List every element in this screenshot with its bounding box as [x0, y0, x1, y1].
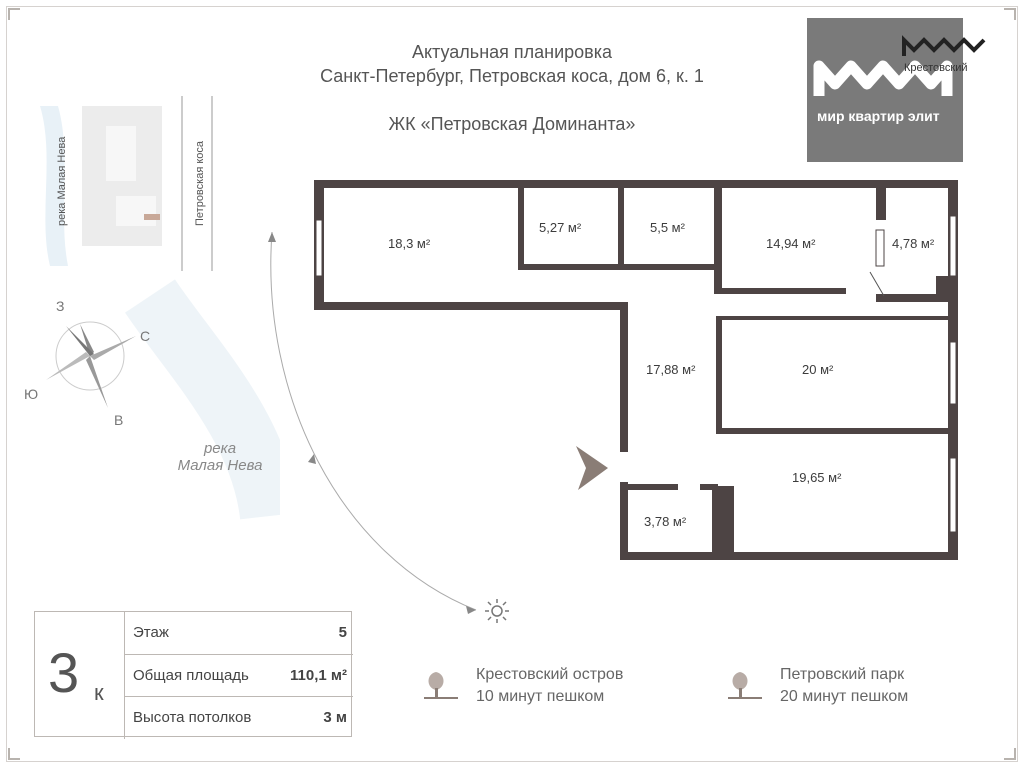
river-shape [40, 106, 68, 266]
river-label-line1: река [203, 440, 237, 457]
room-area: 3,78 м² [644, 514, 687, 529]
room-area: 18,3 м² [388, 236, 431, 251]
compass-east-label: В [114, 412, 124, 428]
poi-title: Петровский парк [780, 666, 905, 683]
entrance-arrow-icon [576, 446, 608, 490]
room-area: 14,94 м² [766, 236, 816, 251]
room-area: 17,88 м² [646, 362, 696, 377]
compass-rose-icon [46, 321, 136, 408]
compass-south-label: Ю [24, 386, 39, 402]
poi-title: Крестовский остров [476, 666, 624, 683]
compass-north-label: С [140, 328, 151, 344]
area-label: Общая площадь [133, 667, 249, 684]
poi-subtitle: 10 минут пешком [476, 688, 605, 705]
frame-corner [1004, 748, 1016, 760]
poi-subtitle: 20 минут пешком [780, 688, 909, 705]
info-row-area: Общая площадь 110,1 м² [124, 654, 353, 697]
tree-icon [424, 672, 458, 699]
rooms-count: 3 [48, 641, 80, 704]
frame-corner [8, 8, 20, 20]
target-building-marker [144, 214, 160, 220]
room-area: 19,65 м² [792, 470, 842, 485]
ceiling-label: Высота потолков [133, 709, 252, 726]
plan-windows [315, 215, 957, 533]
ceiling-value: 3 м [323, 709, 347, 726]
compass-west-label: З [56, 298, 65, 314]
header-complex: ЖК «Петровская Доминанта» [388, 114, 636, 134]
rooms-suffix: к [94, 680, 104, 705]
krestovsky-logo-icon [902, 35, 986, 56]
river-label: река Малая Нева [170, 440, 270, 474]
brand-logo: мир квартир элит [807, 18, 963, 162]
river-shape [125, 279, 280, 521]
sun-path [268, 231, 477, 614]
frame-corner [1004, 8, 1016, 20]
street-vertical-label: Петровская коса [194, 140, 206, 226]
apartment-info-table [34, 611, 352, 737]
area-value: 110,1 м² [290, 667, 347, 684]
building-block [116, 196, 156, 226]
room-area: 20 м² [802, 362, 834, 377]
tree-icon [728, 672, 762, 699]
location-map [40, 96, 280, 521]
room-area: 5,5 м² [650, 220, 685, 235]
info-row-ceiling: Высота потолков 3 м [124, 696, 353, 739]
logo-mark-icon [813, 60, 953, 96]
floor-value: 5 [338, 624, 347, 641]
floor-label: Этаж [133, 624, 169, 641]
header-address: Санкт-Петербург, Петровская коса, дом 6,… [320, 66, 704, 86]
door-swing [869, 271, 885, 297]
river-vertical-label: река Малая Нева [56, 136, 68, 226]
header-title: Актуальная планировка [411, 42, 613, 62]
moon-icon [274, 205, 282, 221]
building-block [106, 126, 136, 181]
sun-icon [485, 599, 509, 623]
logo-brand-text: мир квартир элит [817, 108, 940, 124]
logo-sub-text: Крестовский [904, 62, 968, 74]
river-label-line2: Малая Нева [177, 457, 263, 474]
room-area: 4,78 м² [892, 236, 935, 251]
floor-plan [314, 180, 958, 560]
frame-corner [8, 748, 20, 760]
room-area: 5,27 м² [539, 220, 582, 235]
page-frame [6, 6, 1018, 762]
info-row-floor: Этаж 5 [124, 612, 353, 654]
